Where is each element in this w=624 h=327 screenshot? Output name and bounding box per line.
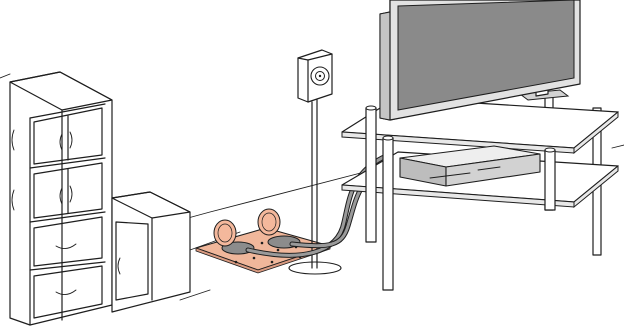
low-cabinet	[112, 192, 190, 312]
cabinet-stack	[10, 72, 112, 325]
glass-tv-stand	[342, 92, 618, 290]
sensor-mat	[196, 209, 330, 273]
